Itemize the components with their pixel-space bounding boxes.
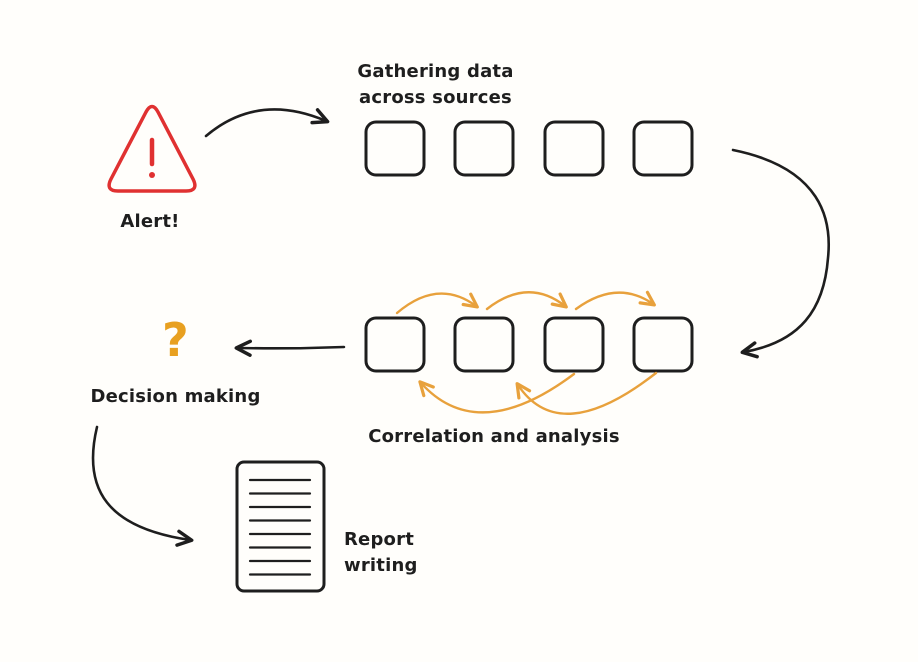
correlation-arc: [418, 372, 576, 414]
exclamation-dot: [149, 172, 155, 178]
warning-triangle-icon: [107, 104, 197, 193]
decision-label: Decision making: [90, 386, 261, 407]
data-node: [632, 316, 694, 373]
correlation-row: [364, 316, 694, 373]
arrow-decision-to-report: [91, 425, 194, 547]
correlation-arc: [574, 290, 656, 311]
correlation-arcs-top: [395, 290, 656, 315]
gathering-label-line2: across sources: [359, 87, 512, 108]
alert-label: Alert!: [120, 211, 180, 232]
data-node: [632, 120, 694, 177]
document-outline: [235, 460, 326, 593]
correlation-arc: [485, 291, 568, 311]
data-node: [543, 316, 605, 373]
correlation-label: Correlation and analysis: [368, 426, 620, 447]
gathering-label-line1: Gathering data: [357, 61, 514, 82]
triangle-outline: [107, 104, 197, 193]
gathering-row: [364, 120, 694, 177]
data-node: [453, 316, 515, 373]
data-node: [364, 316, 426, 373]
gathering-label: Gathering data across sources: [318, 59, 553, 111]
data-node: [543, 120, 605, 177]
report-label-line1: Report: [344, 529, 415, 550]
document-icon: [235, 460, 326, 593]
correlation-arcs-bottom: [418, 371, 658, 415]
report-label: Report writing: [344, 527, 474, 579]
correlation-arc: [395, 292, 479, 315]
arrow-gathering-to-correlation: [731, 148, 830, 359]
data-node: [453, 120, 515, 177]
report-label-line2: writing: [344, 555, 418, 576]
question-mark-icon: ?: [162, 313, 189, 367]
correlation-arc: [515, 371, 658, 415]
data-node: [364, 120, 426, 177]
arrow-correlation-to-decision: [234, 339, 346, 357]
document-text-lines: [248, 478, 312, 576]
arrow-alert-to-gathering: [204, 108, 330, 138]
